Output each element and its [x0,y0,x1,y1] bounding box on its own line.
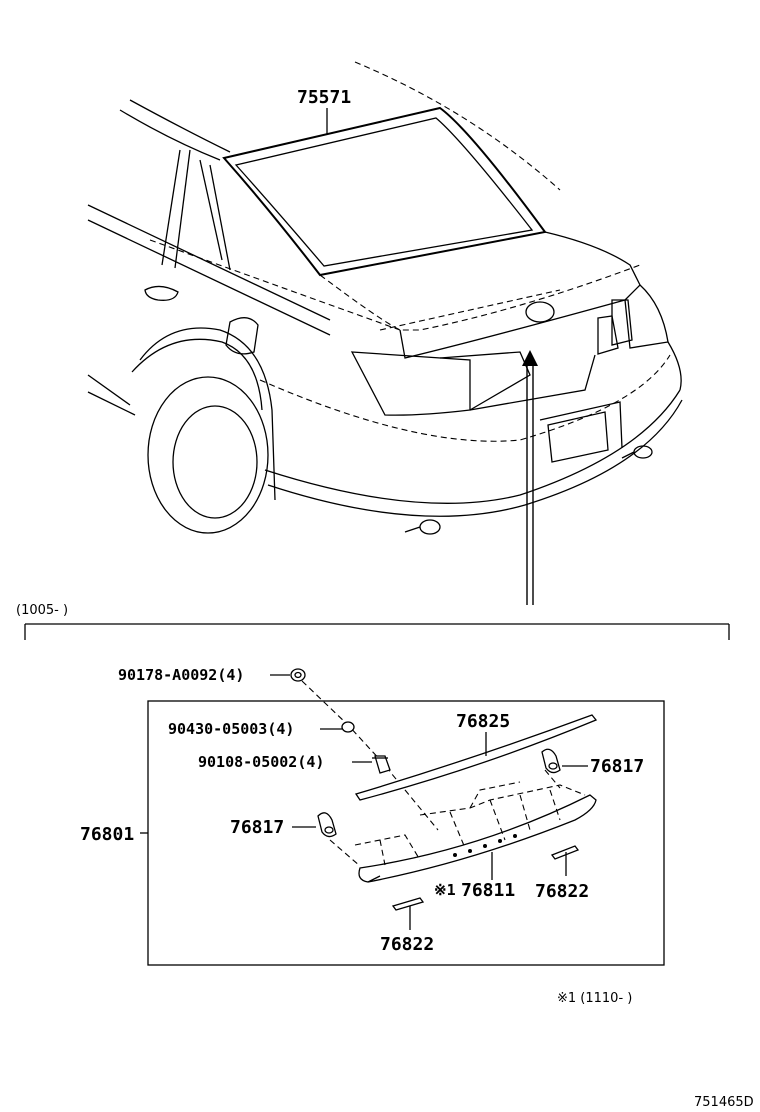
figure-id: 751465D [694,1095,754,1110]
label-75571: 75571 [297,87,351,108]
label-76822-right: 76822 [535,881,589,902]
label-76801: 76801 [80,824,134,845]
label-90108: 90108-05002(4) [198,753,324,771]
label-76825: 76825 [456,711,510,732]
pad-76822-right [550,845,580,860]
pad-76822-lower [391,897,425,911]
mark-76811: ※1 [434,881,456,899]
part-76811-garnish [358,794,597,883]
label-76817-right: 76817 [590,756,644,777]
washer-90430 [341,721,355,733]
label-76822-lower: 76822 [380,934,434,955]
clip-76817-left [317,812,337,838]
label-76811: 76811 [461,880,515,901]
nut-90178 [290,668,306,682]
label-76817-left: 76817 [230,817,284,838]
label-90430: 90430-05003(4) [168,720,294,738]
date-range-note: (1005- ) [16,603,68,618]
car-rear-illustration [87,61,683,535]
label-90178: 90178-A0092(4) [118,666,244,684]
rear-window-weatherstrip [222,106,547,277]
part-76825-strip [354,714,598,801]
garnish-hidden-lines [329,769,586,867]
location-arrow [522,350,538,605]
bolt-90108 [372,755,391,774]
assembly-box-76801 [147,700,665,966]
clip-76817-right [541,748,561,774]
date-range-bracket [24,623,730,640]
footnote: ※1 (1110- ) [557,991,632,1006]
